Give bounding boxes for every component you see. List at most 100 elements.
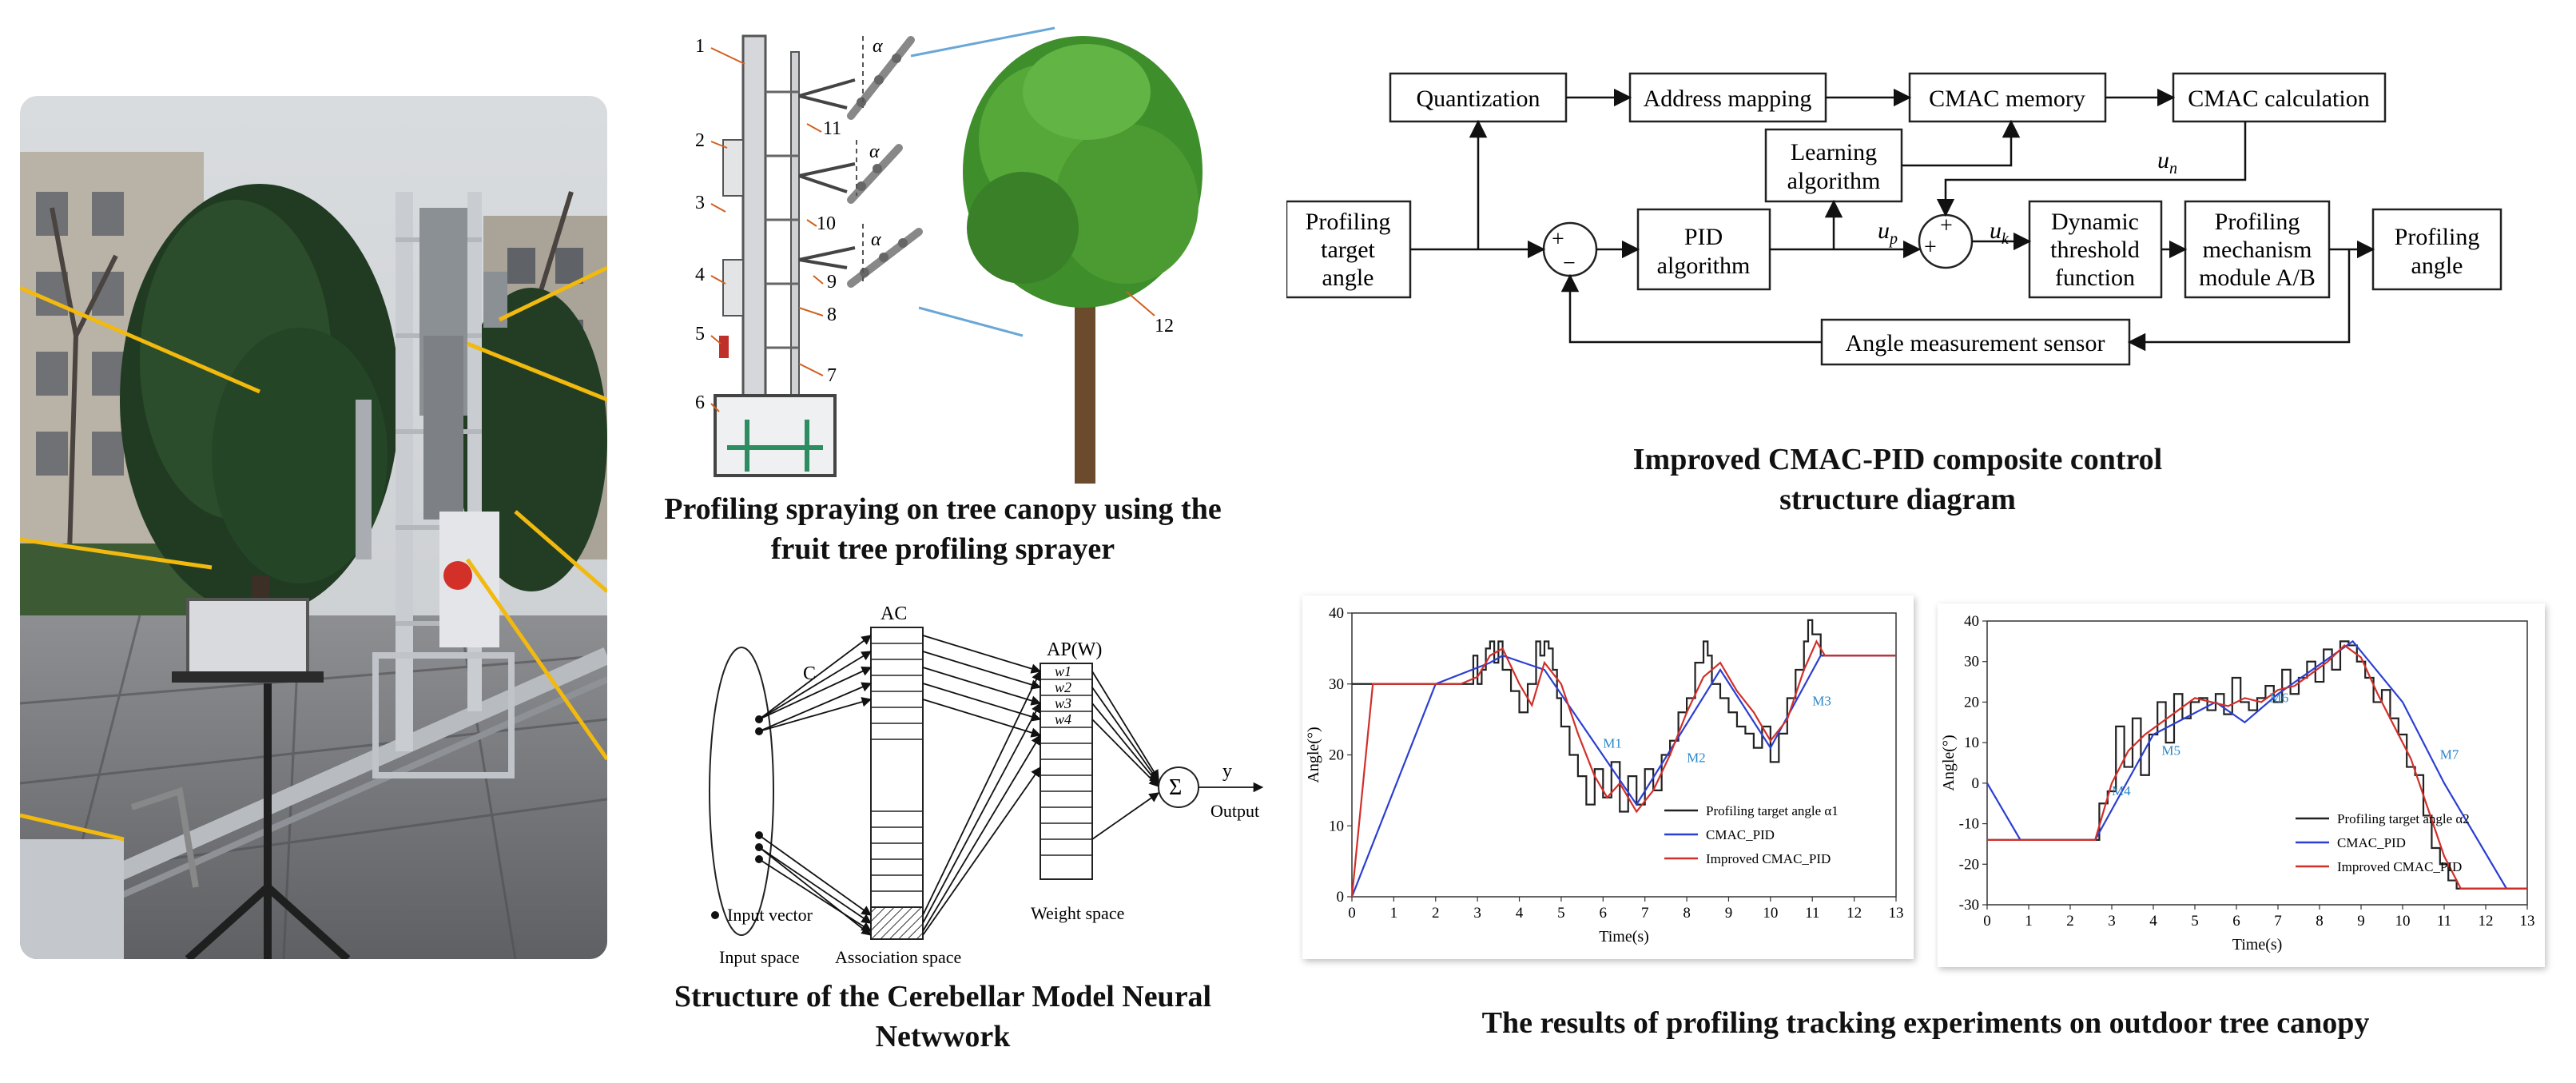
x-tick-label: 12	[2479, 913, 2494, 930]
cmac-input-vector-label: Input vector	[727, 905, 813, 925]
x-tick-label: 10	[2395, 913, 2411, 930]
x-tick-label: 13	[2520, 913, 2535, 930]
x-tick-label: 6	[2232, 913, 2240, 930]
weight-w1: w1	[1055, 663, 1071, 679]
block-address-mapping: Address mapping	[1644, 86, 1812, 112]
y-tick-label: 0	[1972, 775, 1980, 792]
sum1-plus: +	[1552, 227, 1564, 252]
sprayer-label-11: 11	[823, 118, 841, 139]
annotation-label: M6	[2270, 690, 2289, 705]
signal-un: un	[2157, 147, 2177, 177]
block-target-3: angle	[1322, 265, 1374, 291]
y-axis-label: Angle(°)	[1940, 735, 1958, 790]
plot-frame	[1986, 620, 2528, 906]
x-tick-label: 2	[2066, 913, 2074, 930]
orchard-photo	[20, 96, 607, 959]
cmac-y-label: y	[1222, 761, 1232, 782]
sum2-plus-top: +	[1940, 213, 1953, 238]
caption-sprayer: Profiling spraying on tree canopy using …	[664, 492, 1222, 566]
x-tick-label: 13	[1889, 905, 1904, 922]
series-line-1	[1352, 619, 1896, 813]
sprayer-label-4: 4	[695, 265, 705, 285]
x-tick-label: 12	[1847, 905, 1862, 922]
x-axis-label: Time(s)	[2232, 936, 2283, 954]
x-tick-label: 9	[1725, 905, 1733, 922]
y-tick-label: 40	[1964, 613, 1979, 630]
cmac-c-label: C	[803, 663, 816, 684]
x-tick-label: 5	[2191, 913, 2199, 930]
sprayer-label-8: 8	[827, 305, 837, 325]
x-tick-label: 8	[1683, 905, 1691, 922]
sprayer-label-1: 1	[695, 36, 705, 57]
series-line-1	[1987, 640, 2527, 890]
x-tick-label: 7	[1641, 905, 1649, 922]
block-learning-1: Learning	[1791, 139, 1877, 165]
block-threshold-3: function	[2055, 265, 2135, 291]
y-tick-label: 30	[1964, 654, 1979, 671]
cmac-association-space-label: Association space	[835, 947, 961, 967]
sprayer-label-10: 10	[817, 213, 836, 234]
control-diagram-svg: Quantization Address mapping CMAC memory…	[1285, 72, 2502, 366]
angle-label-1: α	[873, 36, 883, 57]
annotation-label: M5	[2161, 743, 2180, 758]
x-axis-label: Time(s)	[1599, 928, 1649, 946]
cmac-weight-space-label: Weight space	[1031, 903, 1124, 923]
x-tick-label: 9	[2357, 913, 2365, 930]
y-tick-label: 10	[1329, 818, 1344, 834]
sprayer-label-12: 12	[1155, 316, 1174, 336]
y-tick-label: -20	[1959, 856, 1979, 873]
x-tick-label: 0	[1983, 913, 1991, 930]
legend-label-3: Improved CMAC_PID	[1706, 851, 1831, 866]
block-quantization: Quantization	[1417, 86, 1540, 112]
sprayer-label-6: 6	[695, 392, 705, 413]
weight-w4: w4	[1055, 711, 1071, 727]
caption-results: The results of profiling tracking experi…	[1481, 1006, 2370, 1040]
block-mechanism-2: mechanism	[2203, 237, 2312, 263]
annotation-label: M7	[2440, 747, 2459, 762]
x-tick-label: 3	[1473, 905, 1481, 922]
x-tick-label: 1	[2025, 913, 2033, 930]
series-line-2	[1986, 639, 2527, 890]
sprayer-label-7: 7	[827, 365, 837, 386]
x-tick-label: 1	[1390, 905, 1398, 922]
legend-label-2: CMAC_PID	[2337, 835, 2406, 850]
series-line-3	[1987, 643, 2527, 890]
block-sensor: Angle measurement sensor	[1846, 330, 2105, 356]
series-line-3	[1350, 639, 1896, 898]
block-cmac-memory: CMAC memory	[1929, 86, 2085, 112]
legend-label-3: Improved CMAC_PID	[2337, 859, 2462, 874]
signal-up: up	[1878, 217, 1898, 248]
block-mechanism-1: Profiling	[2215, 209, 2300, 235]
block-pid-1: PID	[1684, 224, 1723, 250]
x-tick-label: 5	[1557, 905, 1565, 922]
x-tick-label: 10	[1763, 905, 1778, 922]
block-threshold-1: Dynamic	[2051, 209, 2139, 235]
annotation-label: M2	[1687, 750, 1706, 765]
photo-illustration	[20, 96, 607, 959]
y-tick-label: 0	[1337, 889, 1345, 906]
angle-label-2: α	[869, 141, 880, 162]
block-threshold-2: threshold	[2050, 237, 2140, 263]
x-tick-label: 6	[1600, 905, 1608, 922]
caption-control: Improved CMAC-PID composite control stru…	[1632, 443, 2163, 516]
caption-cmac: Structure of the Cerebellar Model Neural…	[674, 980, 1212, 1053]
x-tick-label: 8	[2316, 913, 2324, 930]
y-tick-label: 10	[1964, 735, 1979, 751]
cmac-ap-label: AP(W)	[1047, 639, 1102, 660]
y-tick-label: 20	[1964, 694, 1979, 711]
weight-w2: w2	[1055, 679, 1071, 695]
legend-label-2: CMAC_PID	[1706, 827, 1775, 842]
block-mechanism-3: module A/B	[2199, 265, 2316, 291]
series-line-2	[1350, 655, 1896, 898]
sprayer-label-3: 3	[695, 193, 705, 213]
weight-w3: w3	[1055, 695, 1071, 711]
sprayer-label-9: 9	[827, 272, 837, 293]
block-target-1: Profiling	[1306, 209, 1391, 235]
signal-uk: uk	[1990, 217, 2010, 248]
y-tick-label: 30	[1329, 676, 1344, 693]
cmac-input-space-label: Input space	[719, 947, 800, 967]
